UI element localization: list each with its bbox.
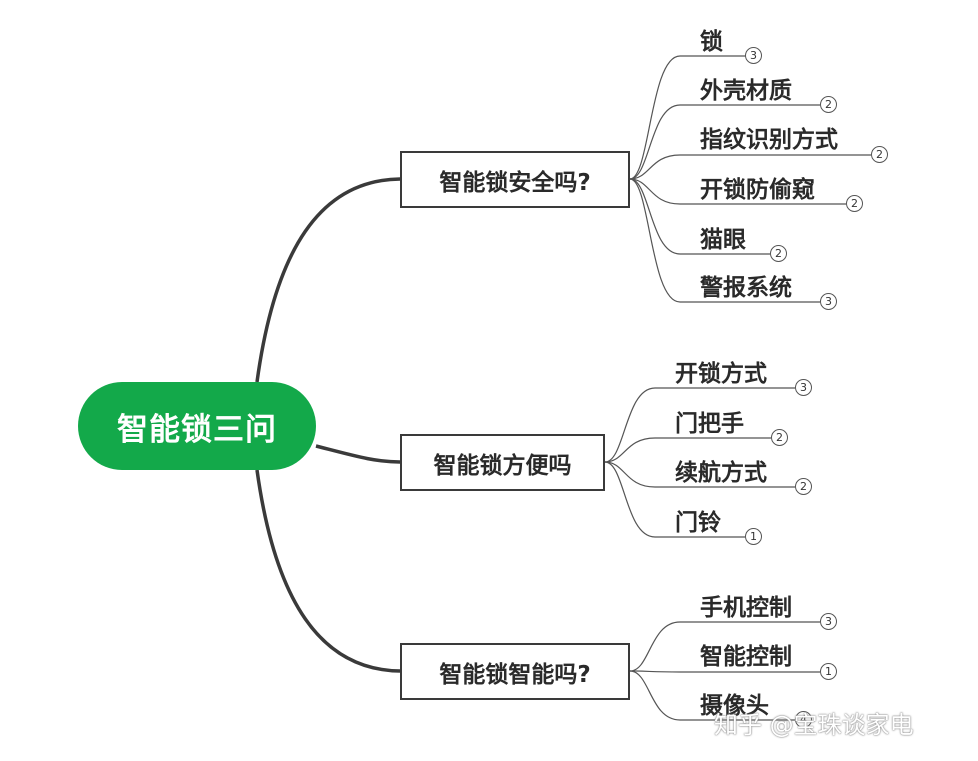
leaf-connector xyxy=(629,104,820,180)
leaf-count-badge: 3 xyxy=(820,293,837,310)
branch-node-label: 智能锁安全吗? xyxy=(439,169,591,196)
leaf-node-smart-control[interactable]: 智能控制 xyxy=(700,637,792,671)
branch-node-label: 智能锁智能吗? xyxy=(439,661,591,688)
leaf-connector xyxy=(604,437,771,463)
branch-node-safety[interactable]: 智能锁安全吗? xyxy=(400,151,630,208)
branch-node-convenience[interactable]: 智能锁方便吗 xyxy=(400,434,605,491)
leaf-count-badge: 3 xyxy=(745,47,762,64)
leaf-node-fingerprint[interactable]: 指纹识别方式 xyxy=(700,120,838,154)
leaf-label: 门铃 xyxy=(675,510,721,536)
leaf-connector xyxy=(629,178,846,205)
leaf-connector xyxy=(604,387,795,463)
leaf-connector xyxy=(629,154,871,180)
leaf-connector xyxy=(629,55,752,180)
leaf-node-anti-peep[interactable]: 开锁防偷窥 xyxy=(700,170,815,204)
leaf-label: 智能控制 xyxy=(700,644,792,670)
root-to-branch-3-line xyxy=(255,469,401,673)
root-node[interactable]: 智能锁三问 xyxy=(78,382,316,470)
zhihu-watermark: 知乎 @宝珠谈家电 xyxy=(714,711,914,739)
leaf-label: 锁 xyxy=(700,29,723,55)
leaf-count-badge: 3 xyxy=(795,379,812,396)
leaf-count-badge: 2 xyxy=(795,478,812,495)
leaf-node-alarm[interactable]: 警报系统 xyxy=(700,268,792,302)
leaf-label: 摄像头 xyxy=(700,693,769,719)
leaf-count-badge: 2 xyxy=(771,429,788,446)
leaf-count-badge: 2 xyxy=(846,195,863,212)
leaf-connector xyxy=(629,670,795,721)
leaf-count-badge: 1 xyxy=(820,663,837,680)
leaf-node-phone-control[interactable]: 手机控制 xyxy=(700,588,792,622)
leaf-count-badge: 1 xyxy=(745,528,762,545)
root-to-branch-2-line xyxy=(315,444,401,464)
leaf-node-peephole[interactable]: 猫眼 xyxy=(700,220,746,254)
leaf-label: 开锁方式 xyxy=(675,361,767,387)
leaf-node-lock[interactable]: 锁 xyxy=(700,22,723,56)
leaf-count-badge: 2 xyxy=(871,146,888,163)
branch-node-label: 智能锁方便吗 xyxy=(433,452,572,479)
leaf-label: 续航方式 xyxy=(675,460,767,486)
branch-node-smart[interactable]: 智能锁智能吗? xyxy=(400,643,630,700)
root-to-branch-1-line xyxy=(255,177,401,383)
leaf-node-camera[interactable]: 摄像头 xyxy=(700,686,769,720)
leaf-connector xyxy=(629,670,820,673)
leaf-connector xyxy=(629,178,820,303)
leaf-label: 警报系统 xyxy=(700,275,792,301)
leaf-label: 门把手 xyxy=(675,411,744,437)
leaf-count-badge: 4 xyxy=(795,711,812,728)
leaf-count-badge: 3 xyxy=(820,613,837,630)
leaf-node-battery[interactable]: 续航方式 xyxy=(675,453,767,487)
leaf-connector xyxy=(604,461,795,488)
leaf-connector xyxy=(604,461,745,538)
leaf-node-unlock-method[interactable]: 开锁方式 xyxy=(675,354,767,388)
leaf-count-badge: 2 xyxy=(820,96,837,113)
leaf-connector xyxy=(629,621,820,672)
root-node-label: 智能锁三问 xyxy=(117,411,277,448)
leaf-label: 指纹识别方式 xyxy=(700,127,838,153)
leaf-node-shell-material[interactable]: 外壳材质 xyxy=(700,71,792,105)
leaf-count-badge: 2 xyxy=(770,245,787,262)
leaf-label: 猫眼 xyxy=(700,227,746,253)
leaf-label: 开锁防偷窥 xyxy=(700,177,815,203)
leaf-connector xyxy=(629,178,770,255)
leaf-node-door-handle[interactable]: 门把手 xyxy=(675,404,744,438)
leaf-node-doorbell[interactable]: 门铃 xyxy=(675,503,721,537)
leaf-label: 外壳材质 xyxy=(700,78,792,104)
leaf-label: 手机控制 xyxy=(700,595,792,621)
